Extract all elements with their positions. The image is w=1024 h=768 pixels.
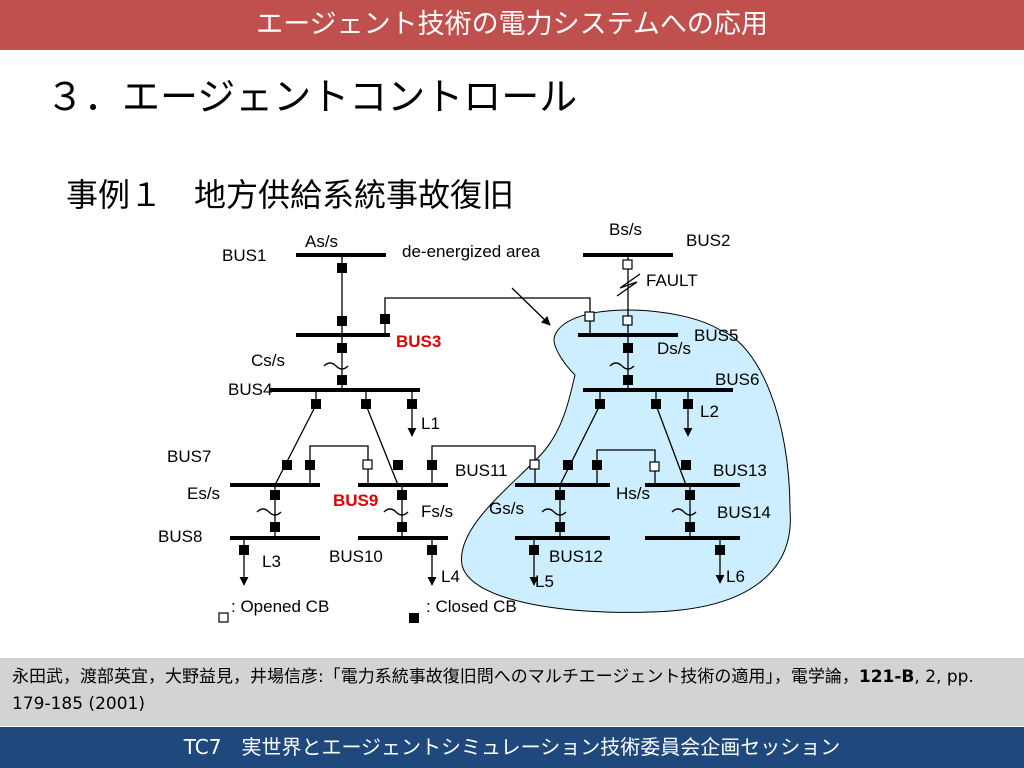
citation-box: 永田武，渡部英宜，大野益見，井場信彦:「電力系統事故復旧問へのマルチエージェント…	[0, 658, 1024, 726]
case-subheading: 事例１ 地方供給系統事故復旧	[66, 176, 515, 214]
bus5-label: BUS5	[694, 326, 738, 345]
l6-label: L6	[726, 567, 745, 586]
bus6-label: BUS6	[715, 370, 759, 389]
gs-switch-label: Gs/s	[489, 499, 524, 518]
section-heading: ３．エージェントコントロール	[46, 75, 578, 119]
ds-switch-label: Ds/s	[657, 339, 691, 358]
legend-closed-cb-icon	[409, 613, 419, 623]
bus2-label: BUS2	[686, 231, 730, 250]
footer-bar: TC7 実世界とエージェントシミュレーション技術委員会企画セッション	[0, 727, 1024, 768]
citation-text: 永田武，渡部英宜，大野益見，井場信彦:「電力系統事故復旧問へのマルチエージェント…	[12, 664, 1012, 718]
citation-pages: , 2, pp. 179-185 (2001)	[12, 667, 974, 714]
bus9-label: BUS9	[333, 491, 378, 510]
legend: : Opened CB : Closed CB	[218, 597, 517, 623]
footer-text: TC7 実世界とエージェントシミュレーション技術委員会企画セッション	[183, 735, 841, 759]
bus12-label: BUS12	[549, 547, 603, 566]
bus-bars	[230, 253, 740, 540]
l4-label: L4	[441, 567, 460, 586]
de-energized-label: de-energized area	[402, 242, 541, 261]
citation-authors-title: 永田武，渡部英宜，大野益見，井場信彦:「電力系統事故復旧問へのマルチエージェント…	[12, 667, 859, 687]
cs-switch-label: Cs/s	[251, 351, 285, 370]
opened-circuit-breakers	[362, 259, 660, 472]
es-switch-label: Es/s	[187, 484, 220, 503]
citation-volume: 121-B	[858, 667, 915, 687]
l5-label: L5	[535, 572, 554, 591]
bus7-label: BUS7	[167, 447, 211, 466]
fs-switch-label: Fs/s	[421, 502, 453, 521]
bus3-label: BUS3	[396, 332, 441, 351]
fault-label: FAULT	[646, 271, 698, 290]
l1-label: L1	[421, 414, 440, 433]
bus13-label: BUS13	[713, 461, 767, 480]
bus14-label: BUS14	[717, 503, 771, 522]
slide-title: エージェント技術の電力システムへの応用	[256, 9, 768, 40]
title-bar: エージェント技術の電力システムへの応用	[0, 0, 1024, 50]
switch-symbols	[256, 362, 697, 516]
l3-label: L3	[262, 552, 281, 571]
legend-closed-cb-label: : Closed CB	[426, 597, 517, 616]
legend-opened-cb-icon	[218, 612, 229, 623]
bus11-label: BUS11	[455, 461, 508, 480]
legend-opened-cb-label: : Opened CB	[231, 597, 329, 616]
bus1-label: BUS1	[222, 246, 266, 265]
bus10-label: BUS10	[329, 547, 383, 566]
hs-switch-label: Hs/s	[616, 484, 650, 503]
l2-label: L2	[700, 402, 719, 421]
fault-symbol	[616, 273, 641, 297]
as-switch-label: As/s	[305, 232, 338, 251]
bs-switch-label: Bs/s	[609, 220, 642, 239]
closed-circuit-breakers	[239, 263, 725, 555]
bus8-label: BUS8	[158, 527, 202, 546]
power-system-diagram: BUS1 As/s de-energized area Bs/s BUS2 FA…	[158, 220, 791, 623]
bus4-label: BUS4	[228, 380, 272, 399]
